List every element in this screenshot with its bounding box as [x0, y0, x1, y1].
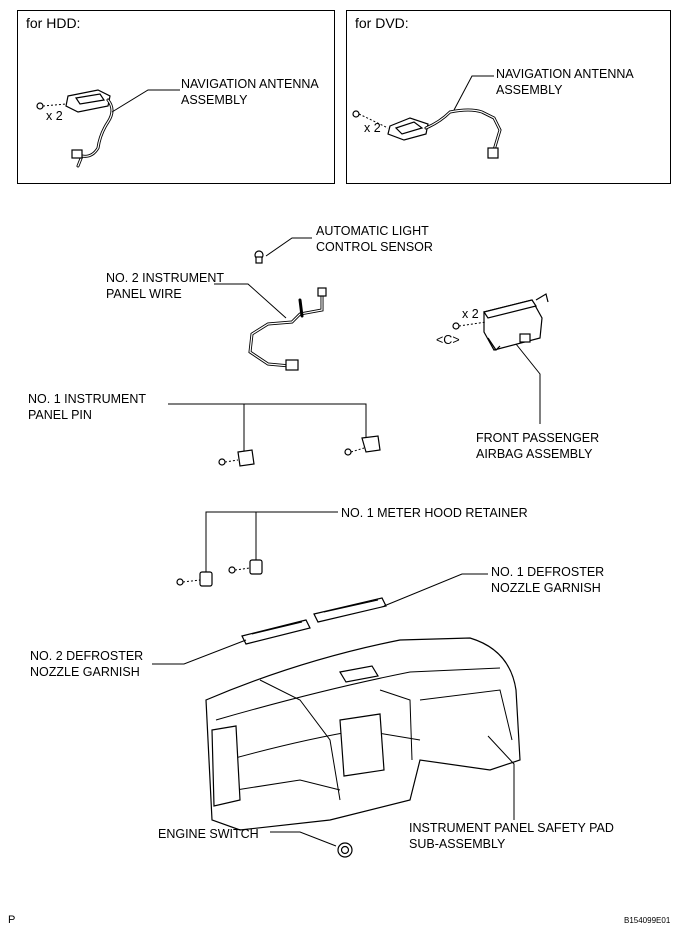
pin-icon-left	[218, 449, 255, 467]
dvd-qty: x 2	[364, 121, 381, 135]
garnish-icon-no1	[313, 597, 387, 623]
airbag-qty: x 2	[462, 307, 479, 321]
def1-leader	[383, 573, 488, 607]
dvd-panel: for DVD:	[346, 10, 671, 184]
dvd-leader	[453, 75, 494, 111]
sensor-icon	[254, 250, 264, 264]
pad-label: INSTRUMENT PANEL SAFETY PAD SUB-ASSEMBLY	[409, 821, 614, 851]
pin-icon-right	[344, 435, 381, 456]
retainer-leader	[205, 511, 338, 572]
hdd-leader	[111, 89, 180, 113]
garnish-icon-no2	[241, 619, 311, 645]
sensor-leader	[265, 237, 312, 257]
airbag-screw-icon	[452, 321, 487, 330]
engine-switch-icon	[337, 842, 353, 858]
pin-leader	[168, 403, 367, 440]
hdd-antenna-label: NAVIGATION ANTENNA ASSEMBLY	[181, 77, 319, 107]
hdd-antenna-icon	[65, 89, 114, 168]
retainer-label: NO. 1 METER HOOD RETAINER	[341, 506, 528, 520]
wire-label: NO. 2 INSTRUMENT PANEL WIRE	[106, 271, 225, 301]
engine-label: ENGINE SWITCH	[158, 827, 259, 841]
def2-leader	[152, 639, 247, 665]
engine-leader	[270, 831, 337, 847]
pad-leader	[487, 735, 515, 820]
wire-harness-icon	[248, 287, 327, 371]
hdd-qty: x 2	[46, 109, 63, 123]
airbag-mark: <C>	[436, 333, 460, 347]
pin-label: NO. 1 INSTRUMENT PANEL PIN	[28, 392, 147, 422]
hdd-screw-icon	[36, 102, 67, 110]
retainer-icon-right	[228, 559, 263, 575]
wire-leader	[214, 283, 287, 319]
dvd-antenna-label: NAVIGATION ANTENNA ASSEMBLY	[496, 67, 634, 97]
dvd-panel-title: for DVD:	[355, 15, 409, 31]
hdd-panel-title: for HDD:	[26, 15, 81, 31]
airbag-icon	[483, 293, 549, 351]
dashboard-icon	[205, 637, 521, 831]
def2-label: NO. 2 DEFROSTER NOZZLE GARNISH	[30, 649, 144, 679]
airbag-leader	[515, 343, 541, 424]
footer-left: P	[8, 914, 16, 926]
dvd-antenna-icon	[387, 108, 502, 159]
retainer-icon-left	[176, 571, 213, 587]
footer-right: B154099E01	[624, 916, 671, 925]
def1-label: NO. 1 DEFROSTER NOZZLE GARNISH	[491, 565, 605, 595]
dvd-screw-icon	[352, 110, 389, 129]
airbag-label: FRONT PASSENGER AIRBAG ASSEMBLY	[476, 431, 600, 461]
auto-light-label: AUTOMATIC LIGHT CONTROL SENSOR	[316, 224, 433, 254]
